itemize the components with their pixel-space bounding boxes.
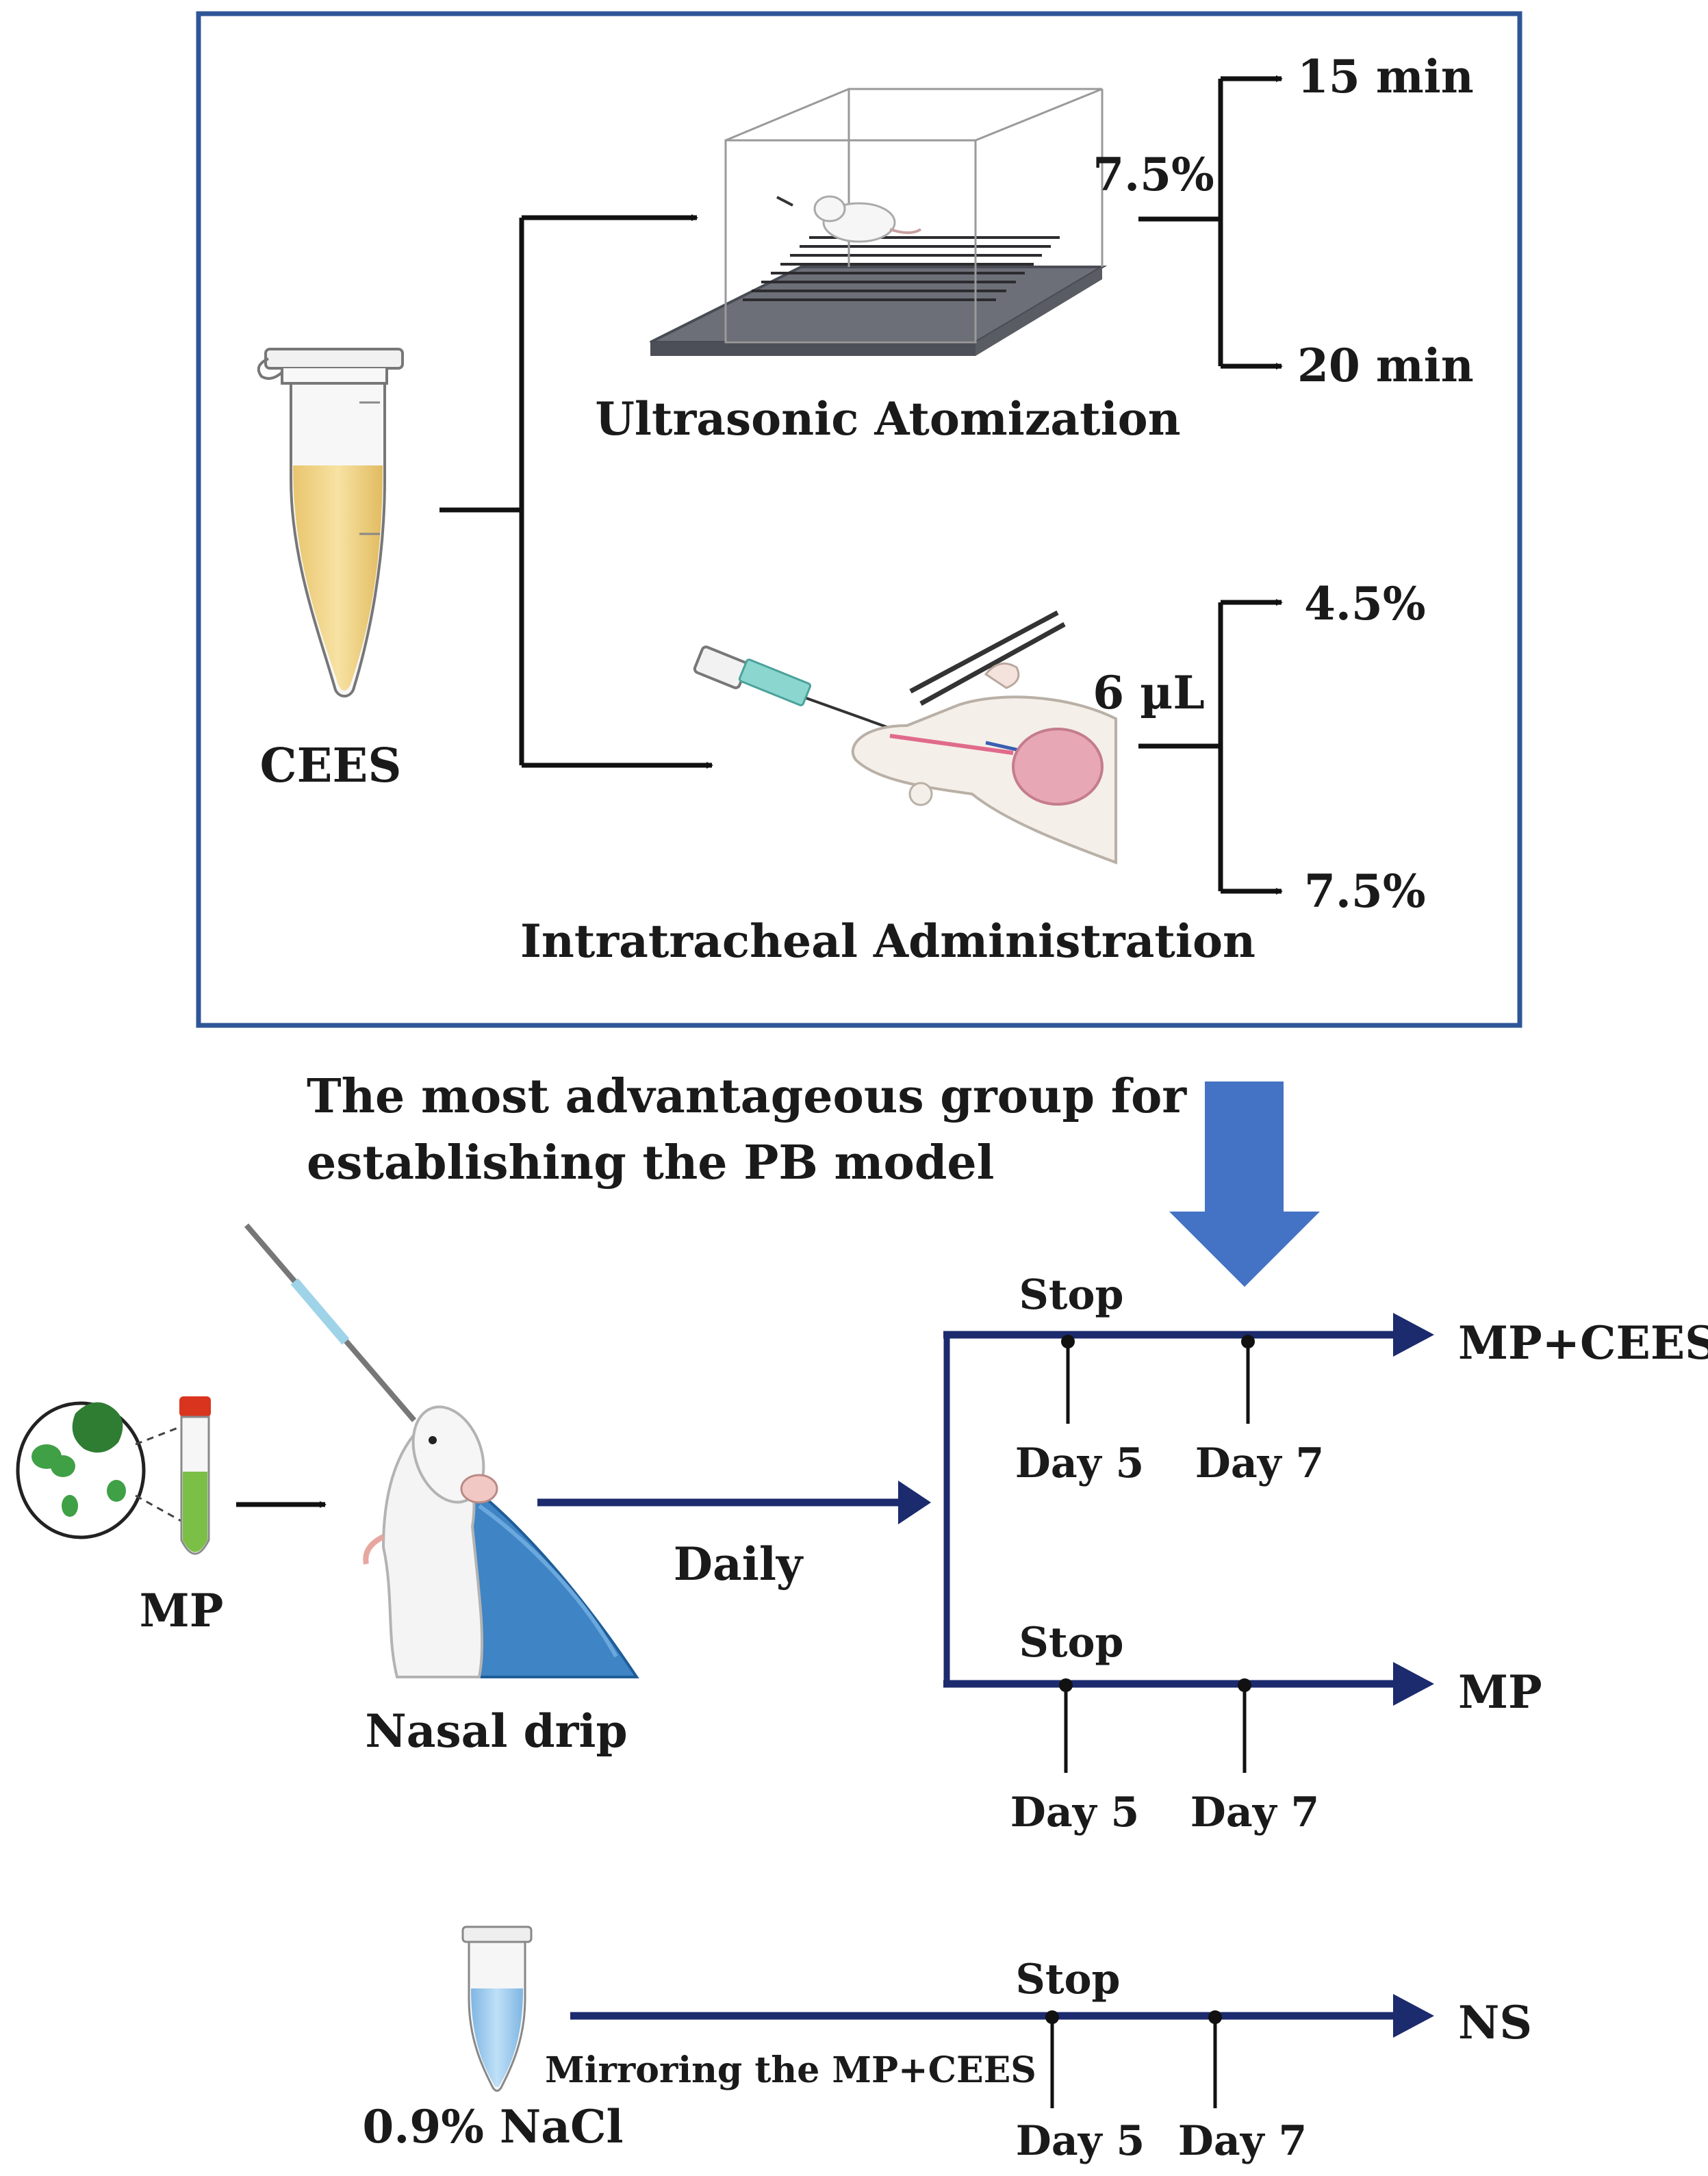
microplastic-particles-icon — [16, 1401, 186, 1539]
group-mp-label: MP — [1458, 1665, 1542, 1719]
intratracheal-dose-label: 6 µL — [1093, 666, 1205, 719]
saline-label: 0.9% NaCl — [362, 2100, 623, 2153]
atomization-chamber-icon — [650, 88, 1108, 356]
timeline-mp-day5-label: Day 5 — [1010, 1789, 1139, 1836]
intratracheal-administration-label: Intratracheal Administration — [520, 914, 1255, 968]
cees-tube-icon — [257, 348, 404, 697]
timeline-mp-stop-label: Stop — [1019, 1619, 1123, 1667]
outcome-15min-label: 15 min — [1297, 50, 1474, 103]
saline-tube-icon — [461, 1925, 533, 2092]
outcome-7-5-label: 7.5% — [1304, 865, 1426, 918]
timeline-ns-day7-label: Day 7 — [1178, 2117, 1307, 2165]
top-panel-frame — [196, 11, 1522, 1028]
cees-branch-connector — [439, 214, 713, 769]
selection-note-line2: establishing the PB model — [307, 1136, 994, 1190]
cees-label: CEES — [260, 739, 402, 793]
outcome-4-5-label: 4.5% — [1304, 577, 1426, 630]
group-ns-label: NS — [1458, 1996, 1532, 2049]
timeline-mp-cees — [943, 1313, 1434, 1424]
mp-tube-icon — [179, 1396, 211, 1555]
nasal-drip-mouse-icon — [244, 1223, 639, 1678]
ultrasonic-atomization-label: Ultrasonic Atomization — [595, 392, 1180, 446]
timeline-ns — [570, 1994, 1434, 2108]
nasal-drip-label: Nasal drip — [365, 1704, 627, 1758]
timeline-mp-day7-label: Day 7 — [1190, 1789, 1319, 1836]
daily-arrow — [537, 1481, 931, 1524]
outcome-20min-label: 20 min — [1297, 339, 1474, 392]
timeline-mp-cees-day5-label: Day 5 — [1015, 1439, 1144, 1487]
timeline-mp — [943, 1662, 1434, 1773]
timeline-mp-cees-day7-label: Day 7 — [1195, 1439, 1324, 1487]
daily-label: Daily — [674, 1537, 804, 1591]
group-mp-cees-label: MP+CEES — [1458, 1316, 1708, 1370]
timeline-ns-day5-label: Day 5 — [1016, 2117, 1145, 2165]
mirroring-label: Mirroring the MP+CEES — [545, 2049, 1036, 2091]
lower-route-bracket — [1138, 599, 1283, 895]
selection-down-arrow-icon — [1169, 1081, 1320, 1287]
atomization-dose-label: 7.5% — [1093, 148, 1214, 201]
timeline-mp-cees-stop-label: Stop — [1019, 1271, 1123, 1319]
upper-route-bracket — [1138, 75, 1283, 370]
selection-note-line1: The most advantageous group for — [307, 1069, 1187, 1124]
mp-label: MP — [140, 1584, 224, 1637]
intratracheal-illustration-icon — [693, 610, 1117, 865]
timeline-ns-stop-label: Stop — [1015, 1956, 1120, 2004]
